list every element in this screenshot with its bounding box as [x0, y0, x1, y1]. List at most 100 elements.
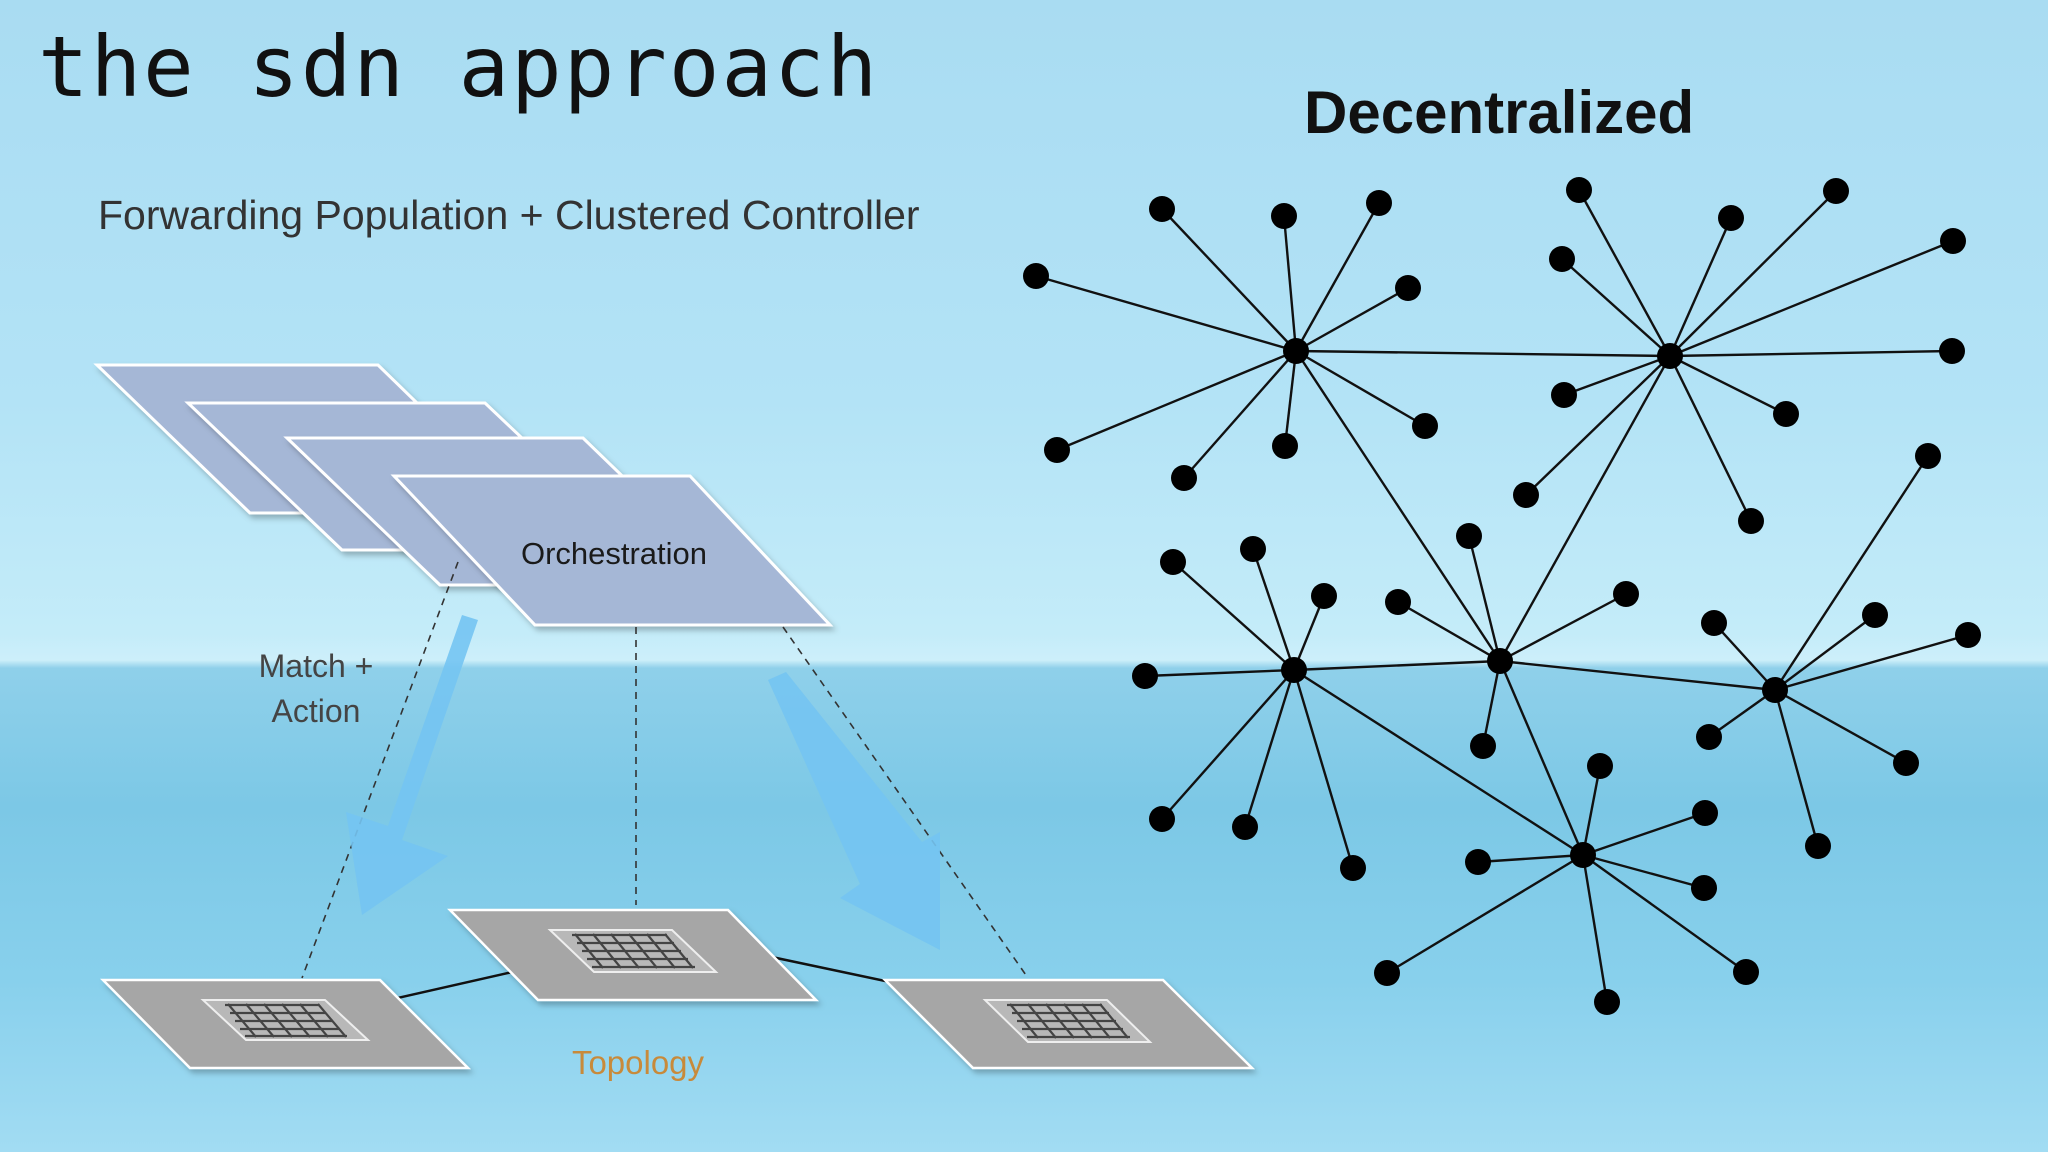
- leaf-node: [1513, 482, 1539, 508]
- leaf-node: [1823, 178, 1849, 204]
- leaf-link: [1292, 669, 1355, 869]
- leaf-node: [1955, 622, 1981, 648]
- leaf-node: [1023, 263, 1049, 289]
- hub-link: [1498, 660, 1585, 856]
- leaf-node: [1939, 338, 1965, 364]
- leaf-link: [1669, 190, 1837, 357]
- leaf-node: [1149, 806, 1175, 832]
- hub-node: [1281, 657, 1307, 683]
- leaf-link: [1525, 355, 1671, 496]
- control-links: [301, 561, 1029, 979]
- hub-link: [1499, 659, 1776, 692]
- leaf-node: [1696, 724, 1722, 750]
- leaf-link: [1713, 622, 1776, 691]
- leaf-node: [1613, 581, 1639, 607]
- hub-node: [1570, 842, 1596, 868]
- leaf-node: [1240, 536, 1266, 562]
- leaf-node: [1773, 401, 1799, 427]
- leaf-link: [1563, 354, 1671, 397]
- match-action-arrow: [346, 615, 478, 915]
- leaf-node: [1805, 833, 1831, 859]
- topology-link: [379, 966, 531, 1004]
- leaf-node: [1692, 800, 1718, 826]
- leaf-link: [1774, 633, 1969, 692]
- control-link-left: [301, 561, 459, 979]
- orchestration-label: Orchestration: [521, 536, 707, 571]
- flow-arrows: [346, 615, 940, 950]
- leaf-node: [1160, 549, 1186, 575]
- leaf-link: [1292, 595, 1326, 671]
- leaf-link: [1243, 669, 1296, 828]
- topology-label: Topology: [572, 1044, 705, 1081]
- hub-link: [1293, 659, 1501, 672]
- leaf-link: [1397, 600, 1501, 663]
- leaf-link: [1773, 455, 1930, 691]
- leaf-link: [1295, 349, 1426, 428]
- leaf-node: [1340, 855, 1366, 881]
- leaf-link: [1668, 355, 1753, 522]
- leaf-node: [1738, 508, 1764, 534]
- slide-title: the sdn approach: [38, 18, 880, 116]
- decentralized-title: Decentralized: [1304, 79, 1695, 146]
- leaf-link: [1183, 350, 1297, 479]
- leaf-node: [1366, 190, 1392, 216]
- leaf-link: [1774, 614, 1876, 691]
- leaf-link: [1669, 239, 1954, 358]
- leaf-node: [1149, 196, 1175, 222]
- leaf-link: [1251, 548, 1296, 671]
- leaf-link: [1481, 660, 1502, 747]
- hub-node: [1487, 648, 1513, 674]
- leaf-node: [1691, 875, 1717, 901]
- switch-center: [447, 908, 819, 1002]
- leaf-node: [1271, 203, 1297, 229]
- leaf-link: [1582, 811, 1706, 857]
- leaf-node: [1915, 443, 1941, 469]
- leaf-link: [1668, 217, 1733, 357]
- leaf-link: [1708, 689, 1776, 738]
- leaf-node: [1232, 814, 1258, 840]
- leaf-node: [1374, 960, 1400, 986]
- leaf-link: [1774, 688, 1907, 765]
- leaf-link: [1386, 853, 1584, 975]
- leaf-link: [1161, 669, 1295, 820]
- leaf-node: [1044, 437, 1070, 463]
- leaf-node: [1470, 733, 1496, 759]
- match-action-label-line1: Match +: [259, 648, 374, 684]
- leaf-link: [1669, 354, 1787, 416]
- leaf-link: [1295, 286, 1409, 353]
- leaf-node: [1566, 177, 1592, 203]
- leaf-link: [1144, 668, 1295, 678]
- leaf-node: [1940, 228, 1966, 254]
- leaf-link: [1581, 765, 1602, 856]
- leaf-link: [1161, 208, 1297, 352]
- slide-subtitle: Forwarding Population + Clustered Contro…: [98, 192, 920, 238]
- leaf-node: [1587, 753, 1613, 779]
- leaf-link: [1294, 202, 1381, 352]
- leaf-link: [1669, 349, 1953, 358]
- hub-link: [1294, 350, 1502, 662]
- leaf-link: [1561, 258, 1671, 357]
- leaf-node: [1718, 205, 1744, 231]
- leaf-link: [1172, 561, 1295, 671]
- leaf-link: [1581, 854, 1609, 1003]
- switch-left: [100, 978, 472, 1070]
- leaf-node: [1551, 382, 1577, 408]
- hub-node: [1657, 343, 1683, 369]
- leaf-link: [1499, 592, 1627, 663]
- leaf-link: [1282, 215, 1298, 352]
- leaf-link: [1577, 189, 1672, 357]
- leaf-node: [1171, 465, 1197, 491]
- leaf-node: [1456, 523, 1482, 549]
- leaf-node: [1893, 750, 1919, 776]
- leaf-node: [1385, 589, 1411, 615]
- orchestration-layer: [390, 474, 834, 627]
- leaf-link: [1056, 349, 1297, 452]
- hub-link: [1295, 349, 1671, 358]
- leaf-link: [1283, 350, 1298, 447]
- leaf-node: [1549, 246, 1575, 272]
- leaf-link: [1582, 853, 1705, 890]
- leaf-node: [1733, 959, 1759, 985]
